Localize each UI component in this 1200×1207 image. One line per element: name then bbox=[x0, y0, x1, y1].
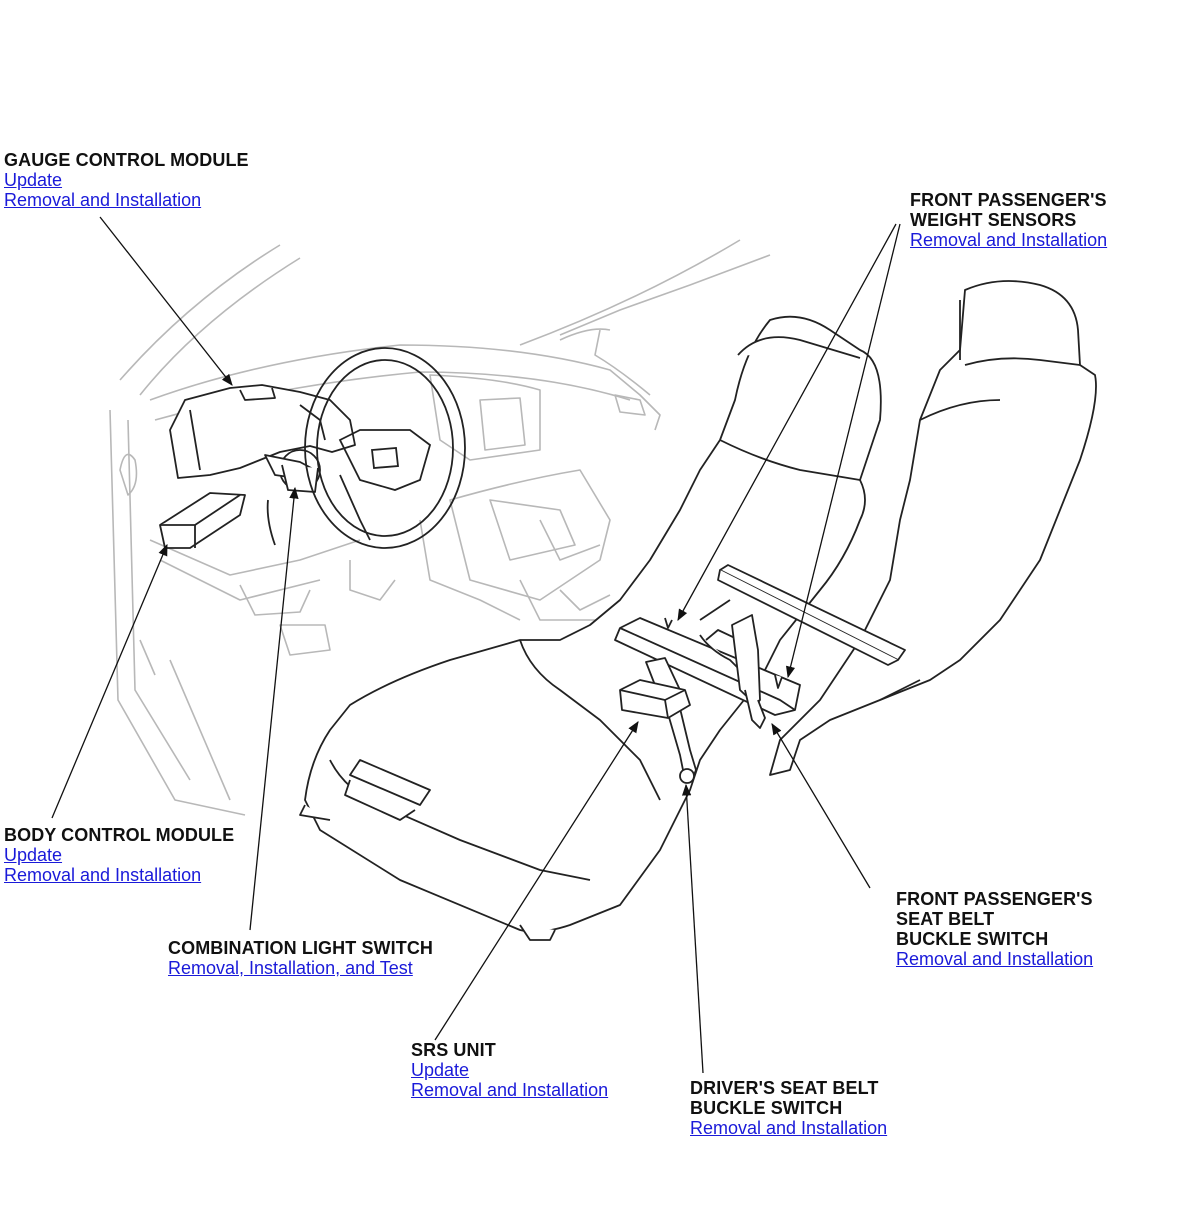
body-control-module-drawing bbox=[159, 492, 246, 549]
removal-installation-link[interactable]: Removal and Installation bbox=[4, 190, 202, 210]
body-control-module-callout: BODY CONTROL MODULE Update Removal and I… bbox=[4, 825, 234, 885]
callout-title: WEIGHT SENSORS bbox=[910, 210, 1077, 230]
removal-installation-link[interactable]: Removal and Installation bbox=[690, 1118, 888, 1138]
driver-seat-drawing bbox=[299, 315, 882, 941]
car-body-outline bbox=[109, 239, 771, 816]
update-link[interactable]: Update bbox=[4, 845, 63, 865]
callout-title: BODY CONTROL MODULE bbox=[4, 825, 235, 845]
callout-title: FRONT PASSENGER'S bbox=[910, 190, 1107, 210]
srs-unit-callout: SRS UNIT Update Removal and Installation bbox=[411, 1040, 608, 1100]
front-passenger-buckle-switch-callout: FRONT PASSENGER'S SEAT BELT BUCKLE SWITC… bbox=[896, 889, 1093, 969]
removal-installation-test-link[interactable]: Removal, Installation, and Test bbox=[168, 958, 413, 978]
removal-installation-link[interactable]: Removal and Installation bbox=[910, 230, 1108, 250]
callout-title: FRONT PASSENGER'S bbox=[896, 889, 1093, 909]
callout-title: GAUGE CONTROL MODULE bbox=[4, 150, 249, 170]
callout-title: SEAT BELT bbox=[896, 909, 995, 929]
callout-title: COMBINATION LIGHT SWITCH bbox=[168, 938, 434, 958]
gauge-control-module-callout: GAUGE CONTROL MODULE Update Removal and … bbox=[4, 150, 249, 210]
driver-buckle-switch-callout: DRIVER'S SEAT BELT BUCKLE SWITCH Removal… bbox=[690, 1078, 887, 1138]
combination-light-switch-callout: COMBINATION LIGHT SWITCH Removal, Instal… bbox=[168, 938, 433, 978]
removal-installation-link[interactable]: Removal and Installation bbox=[896, 949, 1094, 969]
update-link[interactable]: Update bbox=[4, 170, 63, 190]
seat-belt-buckles-drawing bbox=[645, 614, 766, 784]
front-passenger-weight-sensors-callout: FRONT PASSENGER'S WEIGHT SENSORS Removal… bbox=[910, 190, 1107, 250]
passenger-seat-drawing bbox=[769, 280, 1097, 776]
update-link[interactable]: Update bbox=[411, 1060, 470, 1080]
srs-unit-drawing bbox=[619, 679, 691, 719]
steering-wheel-drawing bbox=[304, 347, 466, 549]
callout-title: BUCKLE SWITCH bbox=[896, 929, 1049, 949]
callout-title: SRS UNIT bbox=[411, 1040, 496, 1060]
removal-installation-link[interactable]: Removal and Installation bbox=[411, 1080, 609, 1100]
callout-title: DRIVER'S SEAT BELT bbox=[690, 1078, 879, 1098]
leader-lines bbox=[51, 216, 901, 1074]
removal-installation-link[interactable]: Removal and Installation bbox=[4, 865, 202, 885]
callout-title: BUCKLE SWITCH bbox=[690, 1098, 843, 1118]
